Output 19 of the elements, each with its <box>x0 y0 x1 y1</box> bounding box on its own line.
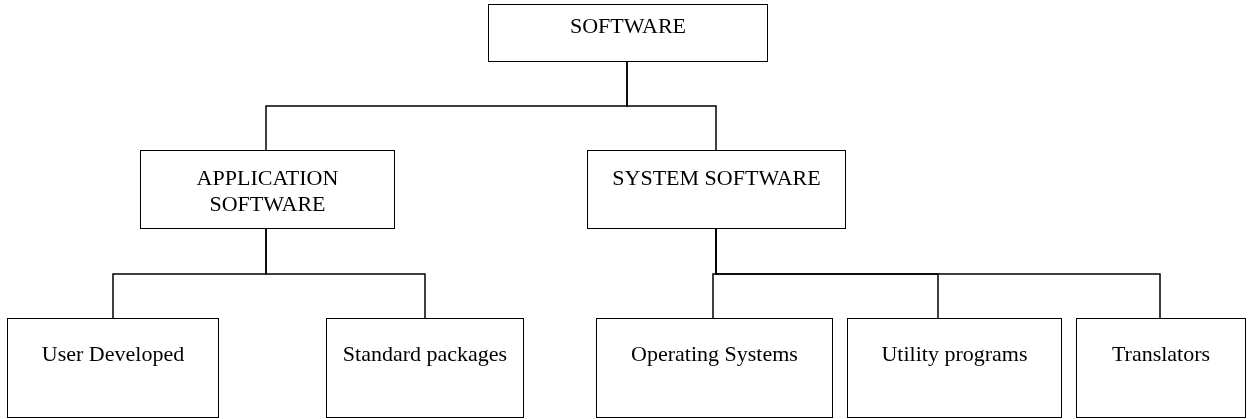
box-label: Translators <box>1110 341 1212 367</box>
box-label: SYSTEM SOFTWARE <box>611 165 822 191</box>
category-box <box>7 318 219 418</box>
category-box <box>587 150 846 229</box>
box-label: Utility programs <box>880 341 1029 367</box>
category-box <box>847 318 1062 418</box>
category-box <box>326 318 524 418</box>
box-label: SOFTWARE <box>568 13 688 39</box>
category-box <box>488 4 768 62</box>
connector-line <box>626 61 717 151</box>
box-label: Operating Systems <box>630 341 799 367</box>
connector-line <box>265 228 426 319</box>
box-label: Standard packages <box>341 341 509 367</box>
connector-line <box>715 228 1161 319</box>
box-label: APPLICATION SOFTWARE <box>195 165 340 217</box>
category-box <box>596 318 833 418</box>
box-label: User Developed <box>40 341 186 367</box>
category-box <box>140 150 395 229</box>
category-box <box>1076 318 1246 418</box>
